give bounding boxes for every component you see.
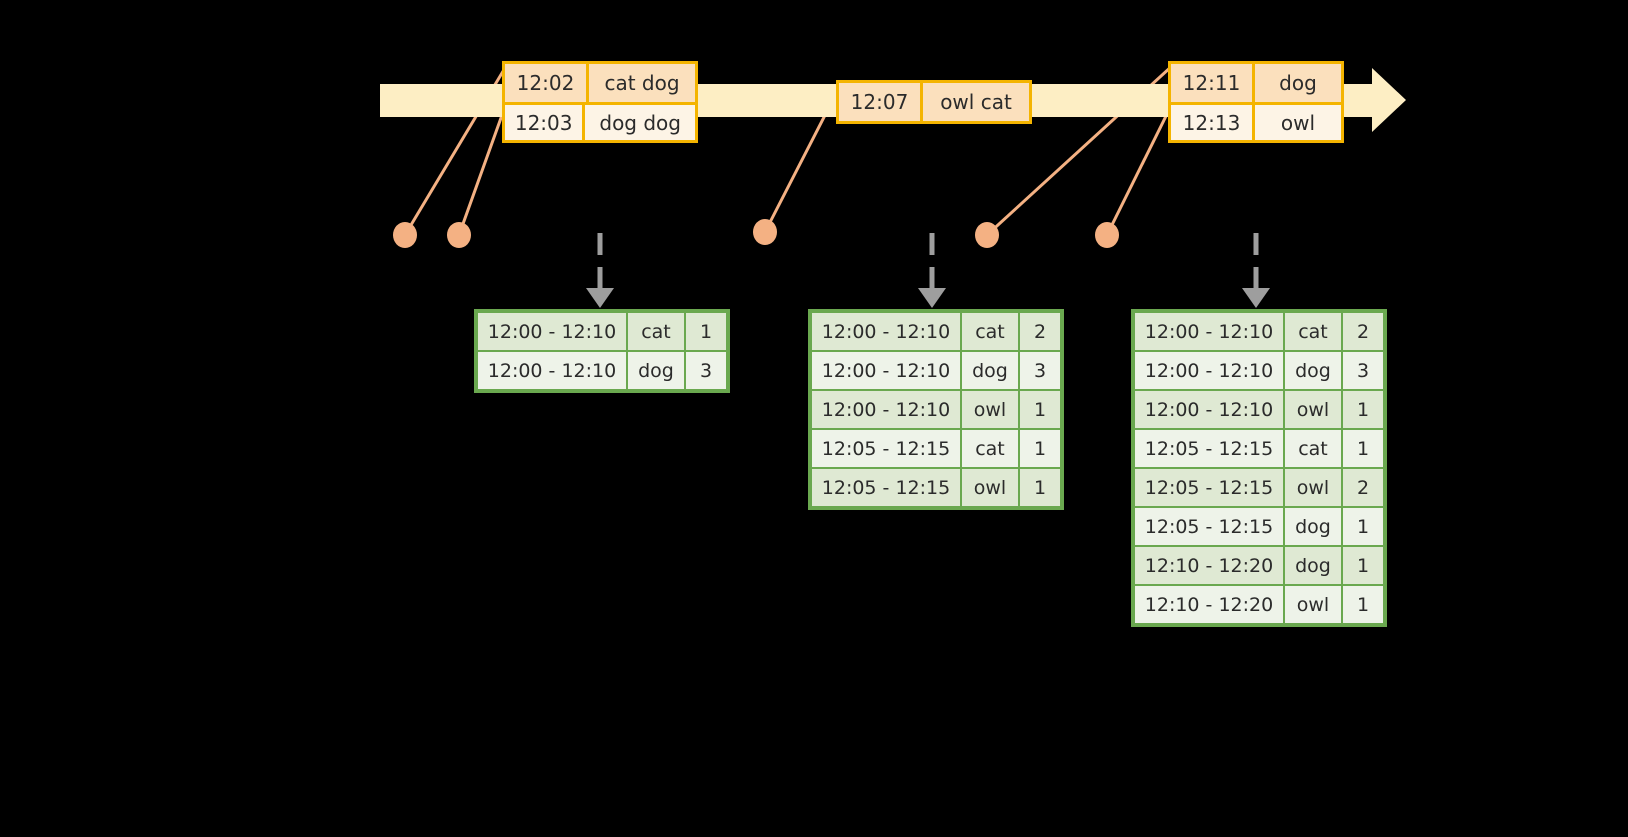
event-dot-3[interactable] — [753, 219, 777, 245]
cell-count: 1 — [686, 313, 726, 350]
cell-window: 12:05 - 12:15 — [1135, 430, 1283, 467]
cell-window: 12:05 - 12:15 — [1135, 508, 1283, 545]
cell-count: 1 — [1020, 430, 1060, 467]
event-group-c[interactable]: 12:11 dog 12:13 owl — [1168, 61, 1344, 143]
leader-line-5 — [1105, 103, 1174, 236]
cell-count: 1 — [1020, 391, 1060, 428]
event-words: cat dog — [589, 64, 695, 102]
cell-count: 3 — [1343, 352, 1383, 389]
event-row[interactable]: 12:07 owl cat — [839, 83, 1029, 121]
cell-window: 12:05 - 12:15 — [812, 430, 960, 467]
event-dot-2[interactable] — [447, 222, 471, 248]
cell-count: 1 — [1343, 391, 1383, 428]
event-dot-4[interactable] — [975, 222, 999, 248]
event-time: 12:07 — [839, 83, 923, 121]
cell-count: 1 — [1343, 430, 1383, 467]
cell-word: cat — [1285, 430, 1341, 467]
cell-word: owl — [962, 469, 1018, 506]
cell-window: 12:00 - 12:10 — [1135, 391, 1283, 428]
cell-word: owl — [1285, 469, 1341, 506]
cell-window: 12:00 - 12:10 — [812, 391, 960, 428]
cell-window: 12:10 - 12:20 — [1135, 547, 1283, 584]
cell-count: 2 — [1343, 313, 1383, 350]
cell-count: 1 — [1343, 547, 1383, 584]
cell-word: dog — [1285, 352, 1341, 389]
cell-window: 12:00 - 12:10 — [1135, 352, 1283, 389]
cell-window: 12:05 - 12:15 — [1135, 469, 1283, 506]
dashed-arrowhead-2 — [918, 288, 946, 308]
cell-count: 1 — [1020, 469, 1060, 506]
cell-word: cat — [628, 313, 684, 350]
event-time: 12:03 — [505, 105, 586, 140]
cell-count: 3 — [1020, 352, 1060, 389]
event-row[interactable]: 12:13 owl — [1171, 102, 1341, 140]
event-time: 12:02 — [505, 64, 589, 102]
dashed-arrowhead-1 — [586, 288, 614, 308]
cell-window: 12:10 - 12:20 — [1135, 586, 1283, 623]
cell-count: 2 — [1020, 313, 1060, 350]
cell-count: 1 — [1343, 586, 1383, 623]
cell-word: cat — [962, 430, 1018, 467]
event-words: owl cat — [923, 83, 1029, 121]
event-words: dog dog — [585, 105, 695, 140]
cell-window: 12:00 - 12:10 — [478, 352, 626, 389]
dashed-arrowhead-3 — [1242, 288, 1270, 308]
event-row[interactable]: 12:03 dog dog — [505, 102, 695, 140]
cell-word: dog — [1285, 508, 1341, 545]
cell-word: dog — [962, 352, 1018, 389]
cell-count: 2 — [1343, 469, 1383, 506]
event-words: owl — [1255, 105, 1341, 140]
cell-window: 12:00 - 12:10 — [1135, 313, 1283, 350]
event-row[interactable]: 12:11 dog — [1171, 64, 1341, 102]
cell-word: dog — [628, 352, 684, 389]
cell-window: 12:00 - 12:10 — [812, 313, 960, 350]
cell-word: owl — [962, 391, 1018, 428]
cell-window: 12:00 - 12:10 — [478, 313, 626, 350]
cell-word: cat — [962, 313, 1018, 350]
cell-window: 12:00 - 12:10 — [812, 352, 960, 389]
event-time: 12:13 — [1171, 105, 1255, 140]
cell-word: owl — [1285, 391, 1341, 428]
cell-count: 1 — [1343, 508, 1383, 545]
event-time: 12:11 — [1171, 64, 1255, 102]
event-dot-5[interactable] — [1095, 222, 1119, 248]
cell-count: 3 — [686, 352, 726, 389]
event-group-a[interactable]: 12:02 cat dog 12:03 dog dog — [502, 61, 698, 143]
cell-window: 12:05 - 12:15 — [812, 469, 960, 506]
leader-line-2 — [457, 103, 508, 236]
cell-word: dog — [1285, 547, 1341, 584]
event-dot-1[interactable] — [393, 222, 417, 248]
cell-word: owl — [1285, 586, 1341, 623]
event-group-b[interactable]: 12:07 owl cat — [836, 80, 1032, 124]
event-words: dog — [1255, 64, 1341, 102]
cell-word: cat — [1285, 313, 1341, 350]
event-row[interactable]: 12:02 cat dog — [505, 64, 695, 102]
